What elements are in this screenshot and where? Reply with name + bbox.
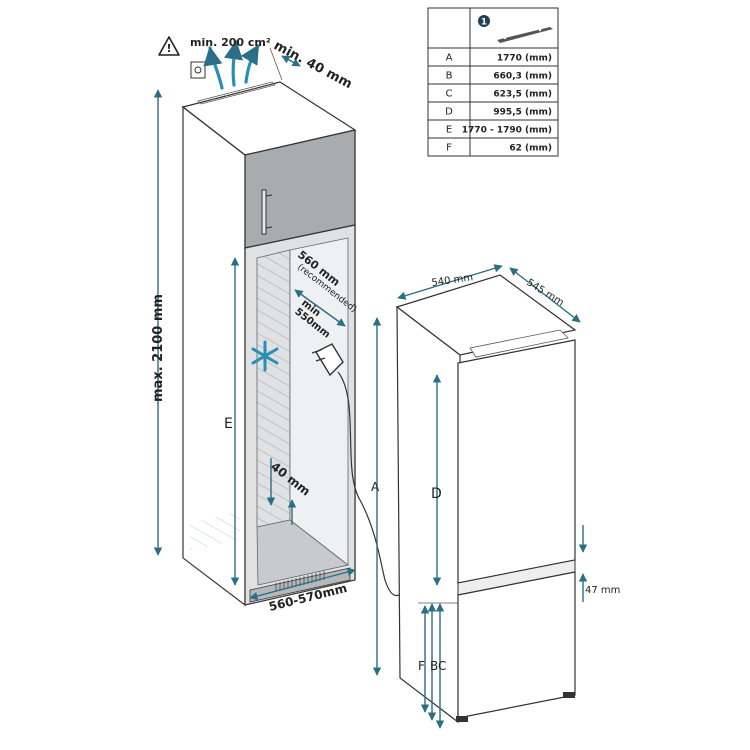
door-handle-icon — [261, 189, 273, 235]
spec-row-value: 1770 (mm) — [497, 54, 552, 64]
spec-row-value: 1770 - 1790 (mm) — [462, 126, 552, 136]
fridge-appliance — [372, 264, 588, 729]
item-badge — [478, 15, 490, 27]
dim-b-label: B — [430, 659, 438, 673]
spec-row-key: A — [446, 53, 453, 64]
dim-c-label: C — [438, 659, 446, 673]
cabinet: ! — [153, 36, 406, 607]
spec-row-key: F — [446, 143, 452, 154]
spec-row-value: 623,5 (mm) — [493, 90, 552, 100]
dim-e-label: E — [224, 416, 233, 432]
fridge-upper-door — [457, 339, 576, 584]
spec-row-key: D — [445, 107, 453, 118]
spec-row-key: B — [446, 71, 453, 82]
spec-row-value: 995,5 (mm) — [493, 108, 552, 118]
ventilation-grille-icon — [190, 61, 206, 79]
item-badge-number: 1 — [481, 18, 487, 28]
ventilation-arrows-icon — [203, 40, 260, 90]
hinge-part-icon — [497, 27, 553, 43]
warning-icon: ! — [158, 36, 180, 56]
dim-a-label: A — [371, 480, 380, 494]
dim-f-label: F — [418, 659, 425, 673]
spec-row-value: 62 (mm) — [509, 144, 552, 154]
spec-row-value: 660,3 (mm) — [493, 72, 552, 82]
ventilation-area-label: min. 200 cm² — [190, 36, 271, 49]
plug-icon — [311, 343, 406, 597]
spec-table: 1 — [427, 7, 559, 157]
max-height-label: max. 2100 mm — [151, 294, 166, 402]
fridge-lower-door — [457, 571, 576, 719]
spec-row-key: C — [446, 89, 453, 100]
spec-row-key: E — [446, 125, 452, 136]
bottom-gap-label: 47 mm — [585, 585, 620, 596]
snowflake-icon — [251, 340, 279, 372]
svg-text:!: ! — [166, 42, 171, 55]
dim-d-label: D — [431, 486, 442, 502]
